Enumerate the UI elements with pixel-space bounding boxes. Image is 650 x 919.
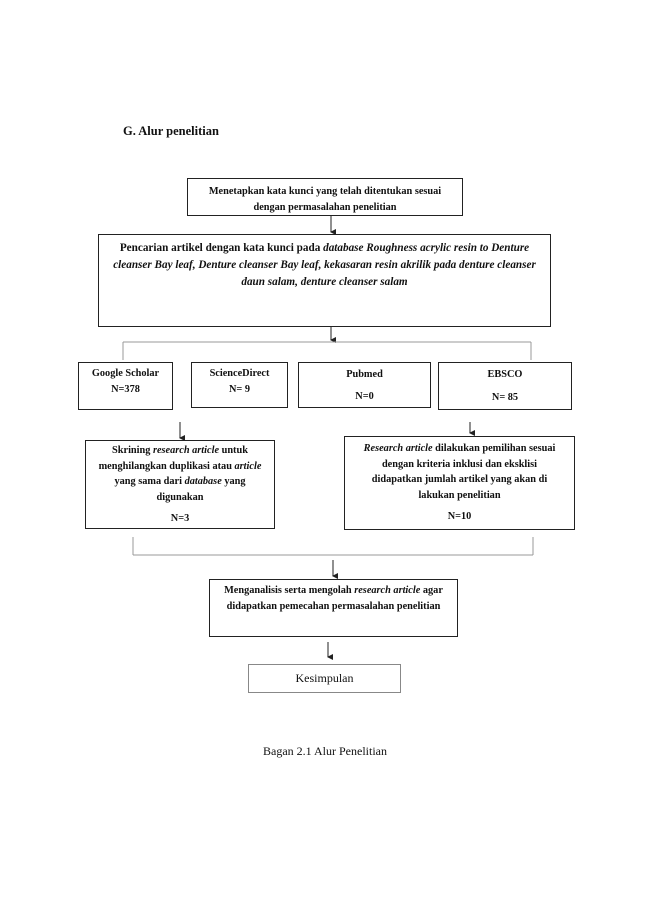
source-count: N=0 xyxy=(355,391,374,402)
source-name: EBSCO xyxy=(487,369,523,380)
selection-box: Research article dilakukan pemilihan ses… xyxy=(344,436,575,530)
source-count: N= 9 xyxy=(228,383,251,395)
source-name: ScienceDirect xyxy=(209,368,270,379)
source-count: N= 85 xyxy=(491,392,519,403)
screening-text: Skrining research article untuk menghila… xyxy=(98,445,262,503)
search-box: Pencarian artikel dengan kata kunci pada… xyxy=(98,234,551,327)
keyword-text: Menetapkan kata kunci yang telah ditentu… xyxy=(208,186,442,213)
keyword-box: Menetapkan kata kunci yang telah ditentu… xyxy=(187,178,463,216)
section-heading: G. Alur penelitian xyxy=(123,124,219,138)
source-ebsco: EBSCO N= 85 xyxy=(438,362,572,410)
conclusion-box: Kesimpulan xyxy=(248,664,401,693)
selection-text: Research article dilakukan pemilihan ses… xyxy=(363,443,556,501)
search-keywords: database Roughness acrylic resin to Dent… xyxy=(113,242,536,288)
screening-count: N=3 xyxy=(170,513,190,524)
analysis-box: Menganalisis serta mengolah research art… xyxy=(209,579,458,637)
figure-caption: Bagan 2.1 Alur Penelitian xyxy=(263,744,387,758)
selection-count: N=10 xyxy=(447,511,472,522)
source-name: Pubmed xyxy=(346,369,383,380)
search-text: Pencarian artikel dengan kata kunci pada xyxy=(119,242,324,254)
source-pubmed: Pubmed N=0 xyxy=(298,362,431,408)
source-count: N=378 xyxy=(111,383,140,395)
source-google-scholar: Google Scholar N=378 xyxy=(78,362,173,410)
source-sciencedirect: ScienceDirect N= 9 xyxy=(191,362,288,408)
screening-box: Skrining research article untuk menghila… xyxy=(85,440,275,529)
conclusion-text: Kesimpulan xyxy=(295,671,354,685)
source-name: Google Scholar xyxy=(91,368,160,379)
